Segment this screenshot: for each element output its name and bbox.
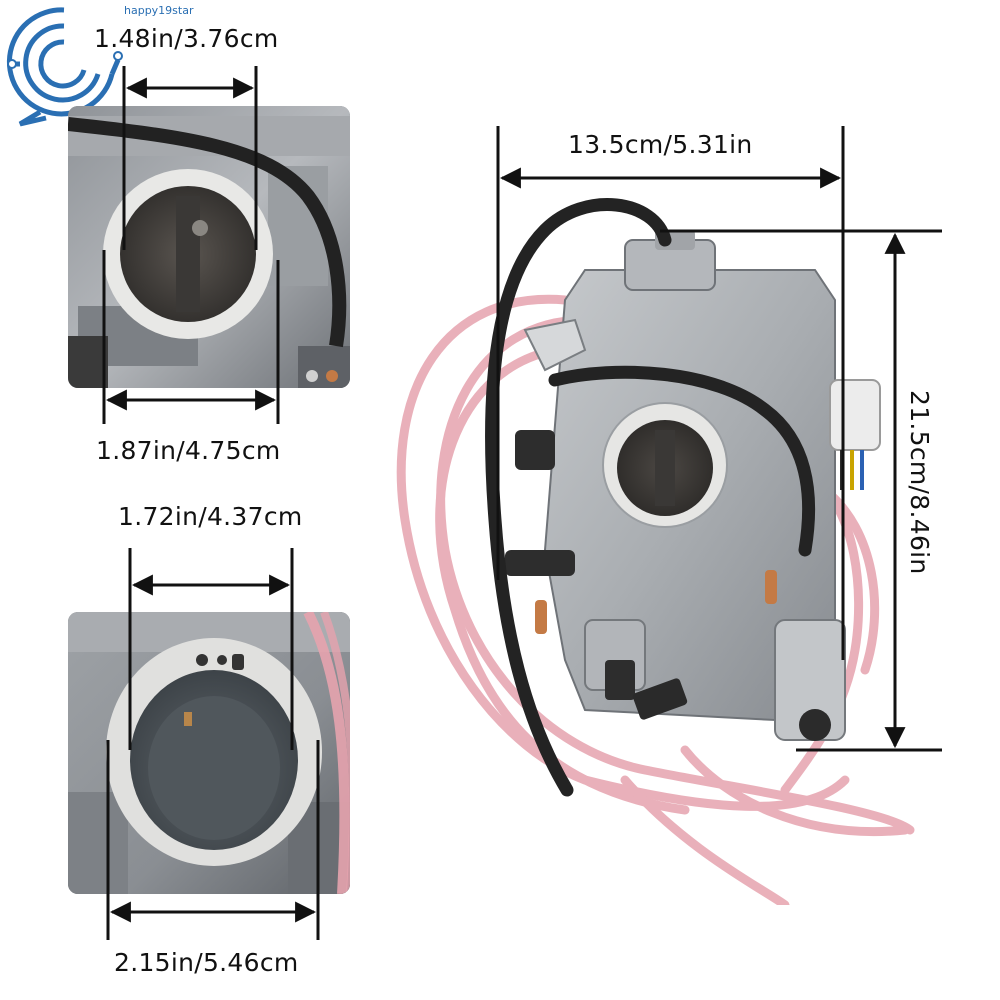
dim-overall-width: 13.5cm/5.31in	[568, 130, 753, 159]
carburetor-photo	[385, 190, 915, 905]
watermark-text: happy19star	[124, 4, 194, 17]
dim-inlet-inner: 1.48in/3.76cm	[94, 24, 279, 53]
inlet-closeup-photo	[68, 106, 350, 388]
dim-outlet-inner: 1.72in/4.37cm	[118, 502, 303, 531]
watermark-logo	[0, 0, 130, 130]
dim-outlet-outer: 2.15in/5.46cm	[114, 948, 299, 977]
dim-inlet-outer: 1.87in/4.75cm	[96, 436, 281, 465]
dim-overall-height: 21.5cm/8.46in	[905, 390, 934, 575]
